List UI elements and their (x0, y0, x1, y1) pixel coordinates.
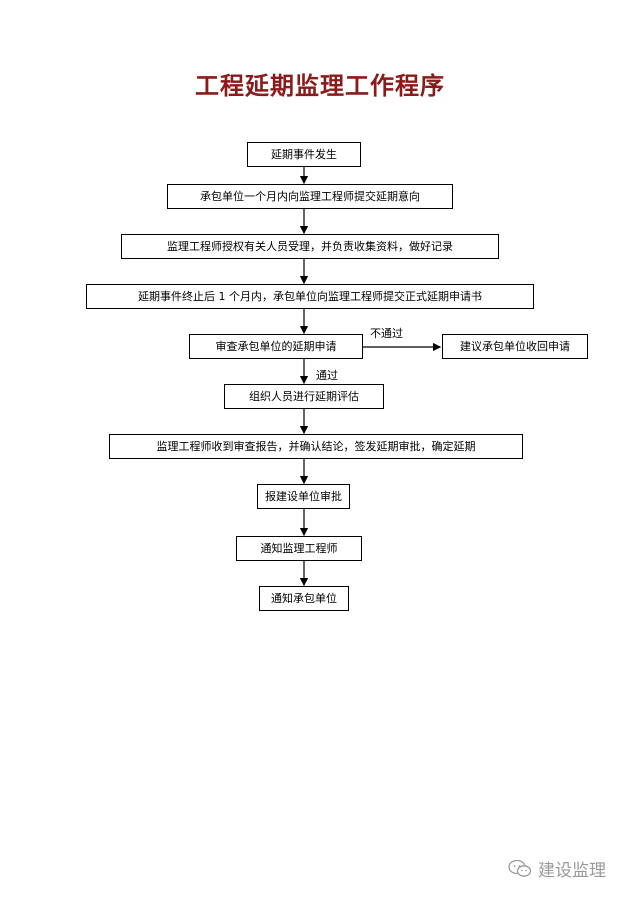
step-submit-delay-intent: 承包单位一个月内向监理工程师提交延期意向 (167, 184, 453, 209)
step-review-application: 审查承包单位的延期申请 (189, 334, 363, 359)
watermark: 建设监理 (508, 856, 606, 881)
flowchart-title: 工程延期监理工作程序 (195, 72, 445, 100)
step-notify-engineer: 通知监理工程师 (236, 536, 362, 561)
step-notify-contractor: 通知承包单位 (259, 586, 349, 611)
step-authorize-accept-records: 监理工程师授权有关人员受理，并负责收集资料，做好记录 (121, 234, 499, 259)
step-submit-formal-application: 延期事件终止后 1 个月内，承包单位向监理工程师提交正式延期申请书 (86, 284, 534, 309)
step-report-to-owner: 报建设单位审批 (257, 484, 350, 509)
edge-label-pass: 通过 (316, 369, 338, 382)
watermark-text: 建设监理 (538, 861, 606, 881)
edge-label-fail: 不通过 (370, 327, 403, 340)
wechat-logo-icon (508, 859, 532, 877)
step-confirm-and-approve: 监理工程师收到审查报告，并确认结论，签发延期审批，确定延期 (109, 434, 523, 459)
step-delay-event-occurs: 延期事件发生 (247, 142, 361, 167)
step-organize-evaluation: 组织人员进行延期评估 (224, 384, 384, 409)
step-suggest-withdraw: 建议承包单位收回申请 (442, 334, 588, 359)
